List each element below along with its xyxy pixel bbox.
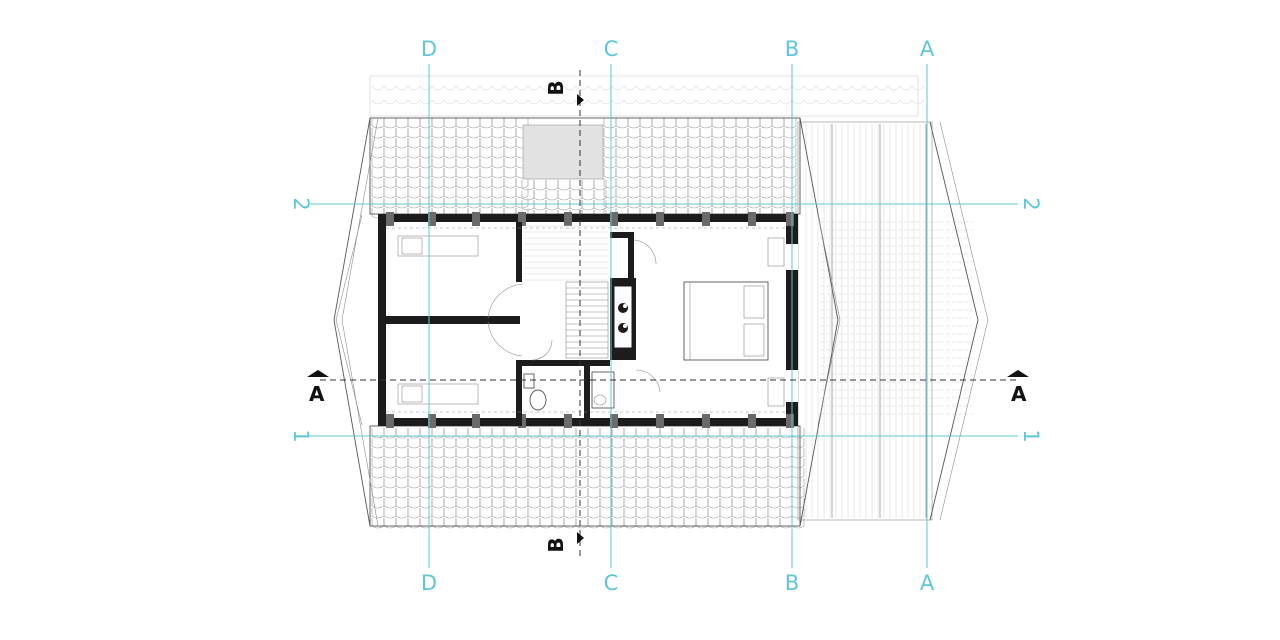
- roof-ridge-strip: [369, 75, 925, 117]
- axis-a-label-top: A: [920, 37, 935, 61]
- wardrobe-east-south: [767, 377, 785, 407]
- staircase: [524, 225, 609, 359]
- wall-post: [786, 212, 794, 226]
- structural-grid: D D C C B B A A 2 2 1 1: [289, 37, 1043, 595]
- gable-right: [799, 117, 989, 527]
- section-a-label-right: A: [1011, 382, 1027, 406]
- axis-c-label-bottom: C: [604, 571, 619, 595]
- section-arrow-bottom: [577, 532, 584, 544]
- gable-left: [333, 117, 379, 527]
- axis-1-label-left: 1: [289, 429, 313, 442]
- axis-2-label-left: 2: [289, 197, 313, 210]
- section-arrow-right: [1007, 370, 1029, 377]
- wall-post: [428, 212, 436, 226]
- axis-c-label-top: C: [604, 37, 619, 61]
- wardrobe-east-north: [767, 237, 785, 267]
- wall-post: [610, 414, 618, 428]
- west-wall: [378, 214, 386, 426]
- wall-post: [518, 212, 526, 226]
- wall-post: [656, 212, 664, 226]
- wall-post: [386, 414, 394, 428]
- wall-post: [564, 414, 572, 428]
- section-arrow-left: [307, 370, 329, 377]
- bath-wall-side: [584, 360, 590, 426]
- wall-post: [656, 414, 664, 428]
- wall-post: [702, 414, 710, 428]
- single-bed-south: [397, 383, 479, 405]
- wall-post: [386, 212, 394, 226]
- axis-b-label-top: B: [785, 37, 799, 61]
- axis-d-label-top: D: [421, 37, 437, 61]
- roof-boards-right: [797, 121, 972, 521]
- wall-post: [748, 414, 756, 428]
- chimney-flues: [613, 285, 633, 349]
- wall-post: [610, 212, 618, 226]
- section-a-label-left: A: [309, 382, 325, 406]
- section-cut-a: A A: [307, 370, 1029, 406]
- axis-1-label-right: 1: [1019, 429, 1043, 442]
- axis-2-label-right: 2: [1019, 197, 1043, 210]
- toilet: [523, 373, 547, 411]
- section-b-label-top: B: [544, 80, 568, 95]
- wall-post: [472, 414, 480, 428]
- sink: [591, 371, 615, 409]
- bedrooms-east-wall: [516, 222, 522, 282]
- north-wall: [378, 214, 798, 222]
- bedroom-divider-wall: [386, 316, 520, 324]
- wall-post: [564, 212, 572, 226]
- bedrooms-east-wall-lower: [516, 360, 522, 426]
- stair-wall-top: [610, 232, 634, 238]
- upper-floor-interior: [378, 212, 798, 428]
- bath-wall-top: [516, 360, 610, 366]
- wall-post: [702, 212, 710, 226]
- wall-post: [472, 212, 480, 226]
- wall-post: [428, 414, 436, 428]
- axis-d-label-bottom: D: [421, 571, 437, 595]
- axis-b-label-bottom: B: [785, 571, 799, 595]
- door-swings: [487, 239, 661, 393]
- double-bed: [683, 281, 769, 361]
- single-bed-north: [397, 235, 479, 257]
- wall-post: [786, 414, 794, 428]
- skylight: [522, 124, 604, 180]
- stair-wall-side: [628, 232, 634, 278]
- section-b-label-bottom: B: [544, 537, 568, 552]
- axis-a-label-bottom: A: [920, 571, 935, 595]
- section-arrow-top: [577, 94, 584, 106]
- section-cut-b: B B: [544, 70, 584, 556]
- wall-post: [748, 212, 756, 226]
